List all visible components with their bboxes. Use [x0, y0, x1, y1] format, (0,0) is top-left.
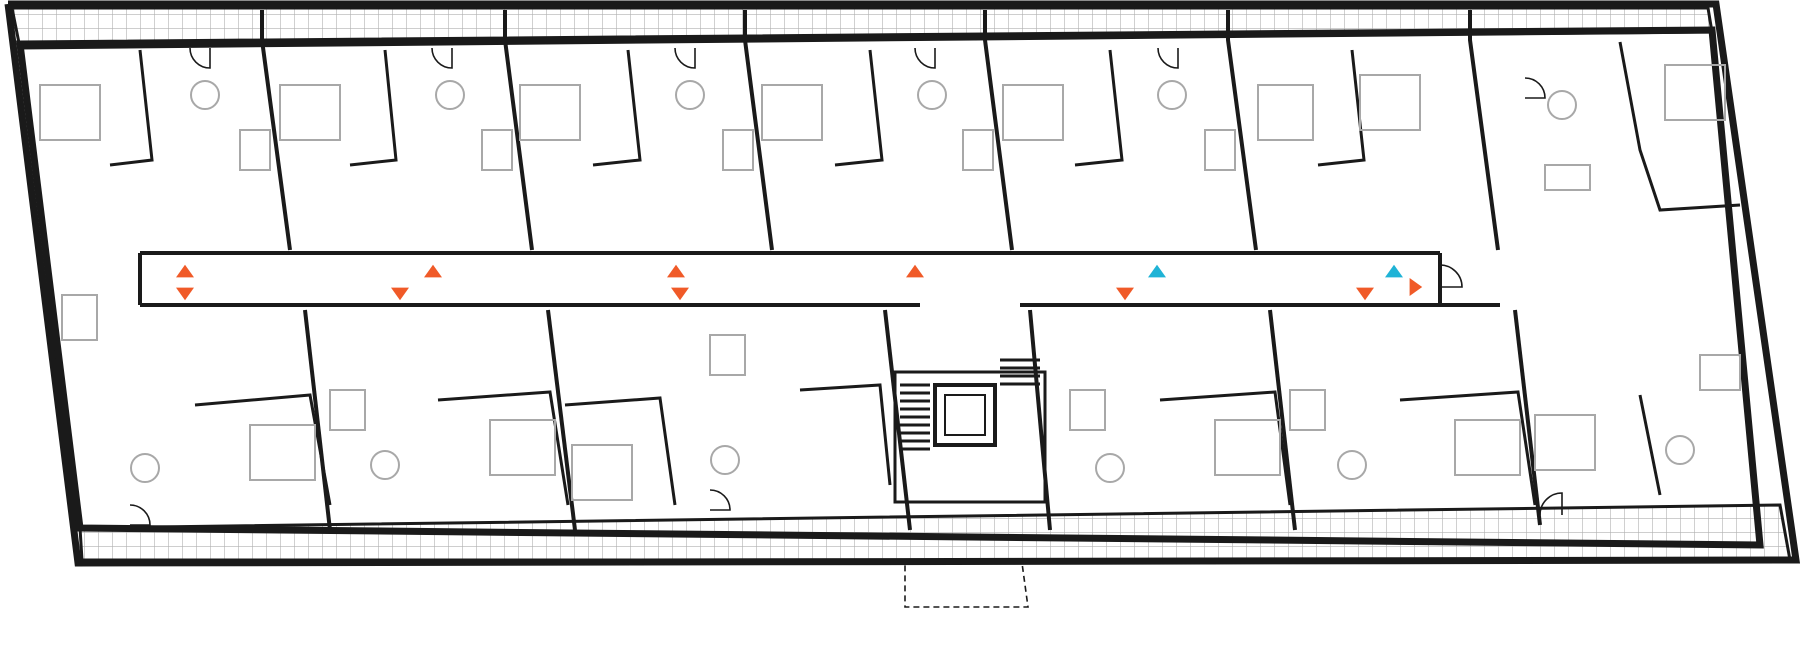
entrance-canopy	[904, 562, 1029, 608]
corridor	[138, 251, 1500, 307]
door-swings	[129, 47, 1563, 526]
accessible-entry-marker-8	[1148, 264, 1166, 278]
accessible-entry-marker-10	[1385, 264, 1403, 278]
entry-marker-7	[1116, 287, 1134, 301]
furniture-south	[61, 294, 1741, 501]
balconies	[10, 6, 1792, 562]
north-unit-walls	[109, 10, 1741, 251]
corridor-markers	[176, 264, 1423, 301]
entry-marker-9	[1356, 287, 1374, 301]
entry-marker-1	[176, 287, 194, 301]
staircase	[893, 358, 1047, 504]
entry-marker-2	[391, 287, 409, 301]
entry-marker-4	[667, 264, 685, 278]
entry-marker-6	[906, 264, 924, 278]
entry-marker-3	[424, 264, 442, 278]
entry-marker-5	[671, 287, 689, 301]
building-envelope	[4, 0, 1800, 567]
entry-marker-11	[1409, 278, 1423, 296]
south-unit-walls	[194, 309, 1662, 531]
entry-marker-0	[176, 264, 194, 278]
furniture-north	[39, 64, 1726, 191]
